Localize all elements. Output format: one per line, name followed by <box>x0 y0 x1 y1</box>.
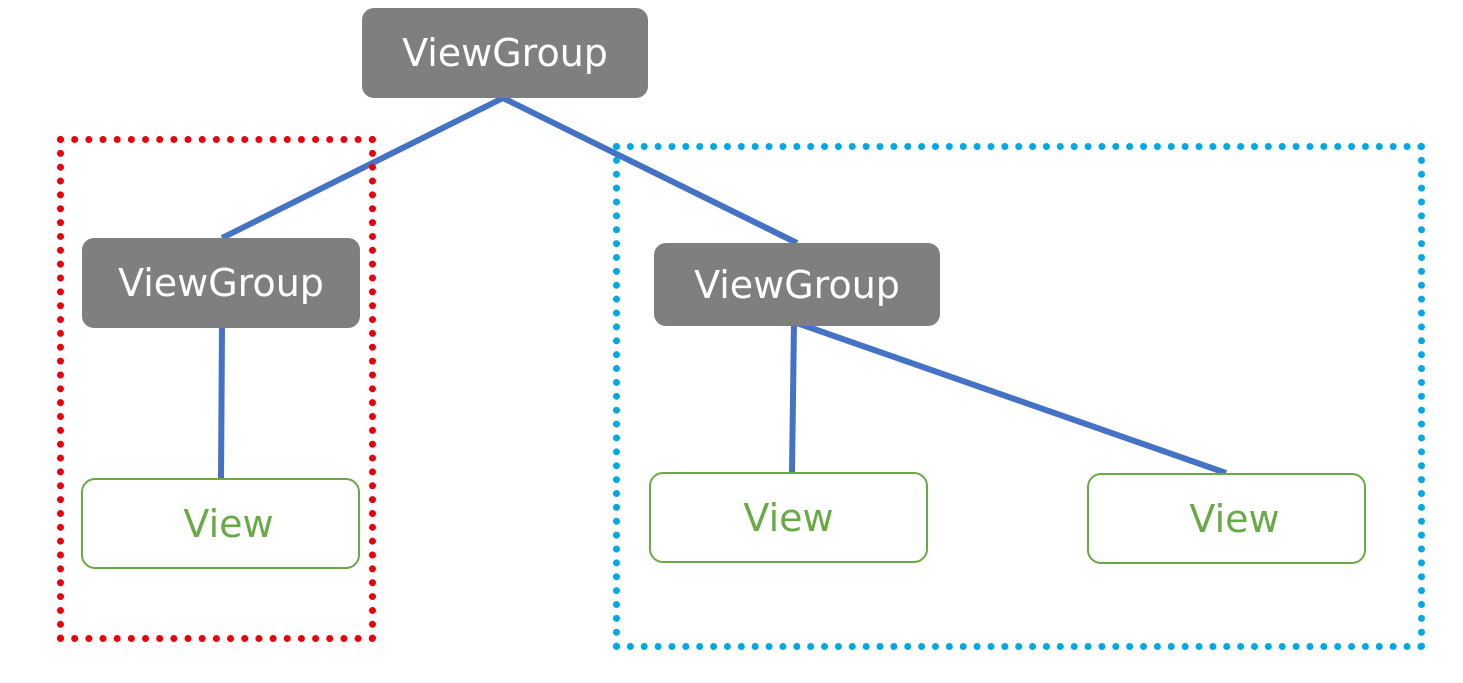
edge-right-group-to-right-view <box>793 319 1227 476</box>
middle-view-label: View <box>743 495 834 540</box>
right-view-label: View <box>1189 496 1280 541</box>
edge-right-group-to-middle-view <box>789 321 797 473</box>
root-viewgroup-label: ViewGroup <box>402 31 608 75</box>
edge-left-group-to-left-view <box>218 327 225 479</box>
right-view-node: View <box>1087 473 1366 564</box>
left-viewgroup-node: ViewGroup <box>82 238 360 328</box>
right-viewgroup-node: ViewGroup <box>654 243 940 326</box>
middle-view-node: View <box>649 472 928 563</box>
edge-root-to-left-group <box>220 95 505 241</box>
left-view-label: View <box>183 501 274 546</box>
root-viewgroup-node: ViewGroup <box>362 8 648 98</box>
left-view-node: View <box>81 478 360 569</box>
right-subtree-highlight-frame <box>613 143 1425 650</box>
right-viewgroup-label: ViewGroup <box>694 262 900 307</box>
left-subtree-highlight-frame <box>57 136 376 642</box>
edge-root-to-right-group <box>501 95 799 246</box>
left-viewgroup-label: ViewGroup <box>118 261 324 305</box>
